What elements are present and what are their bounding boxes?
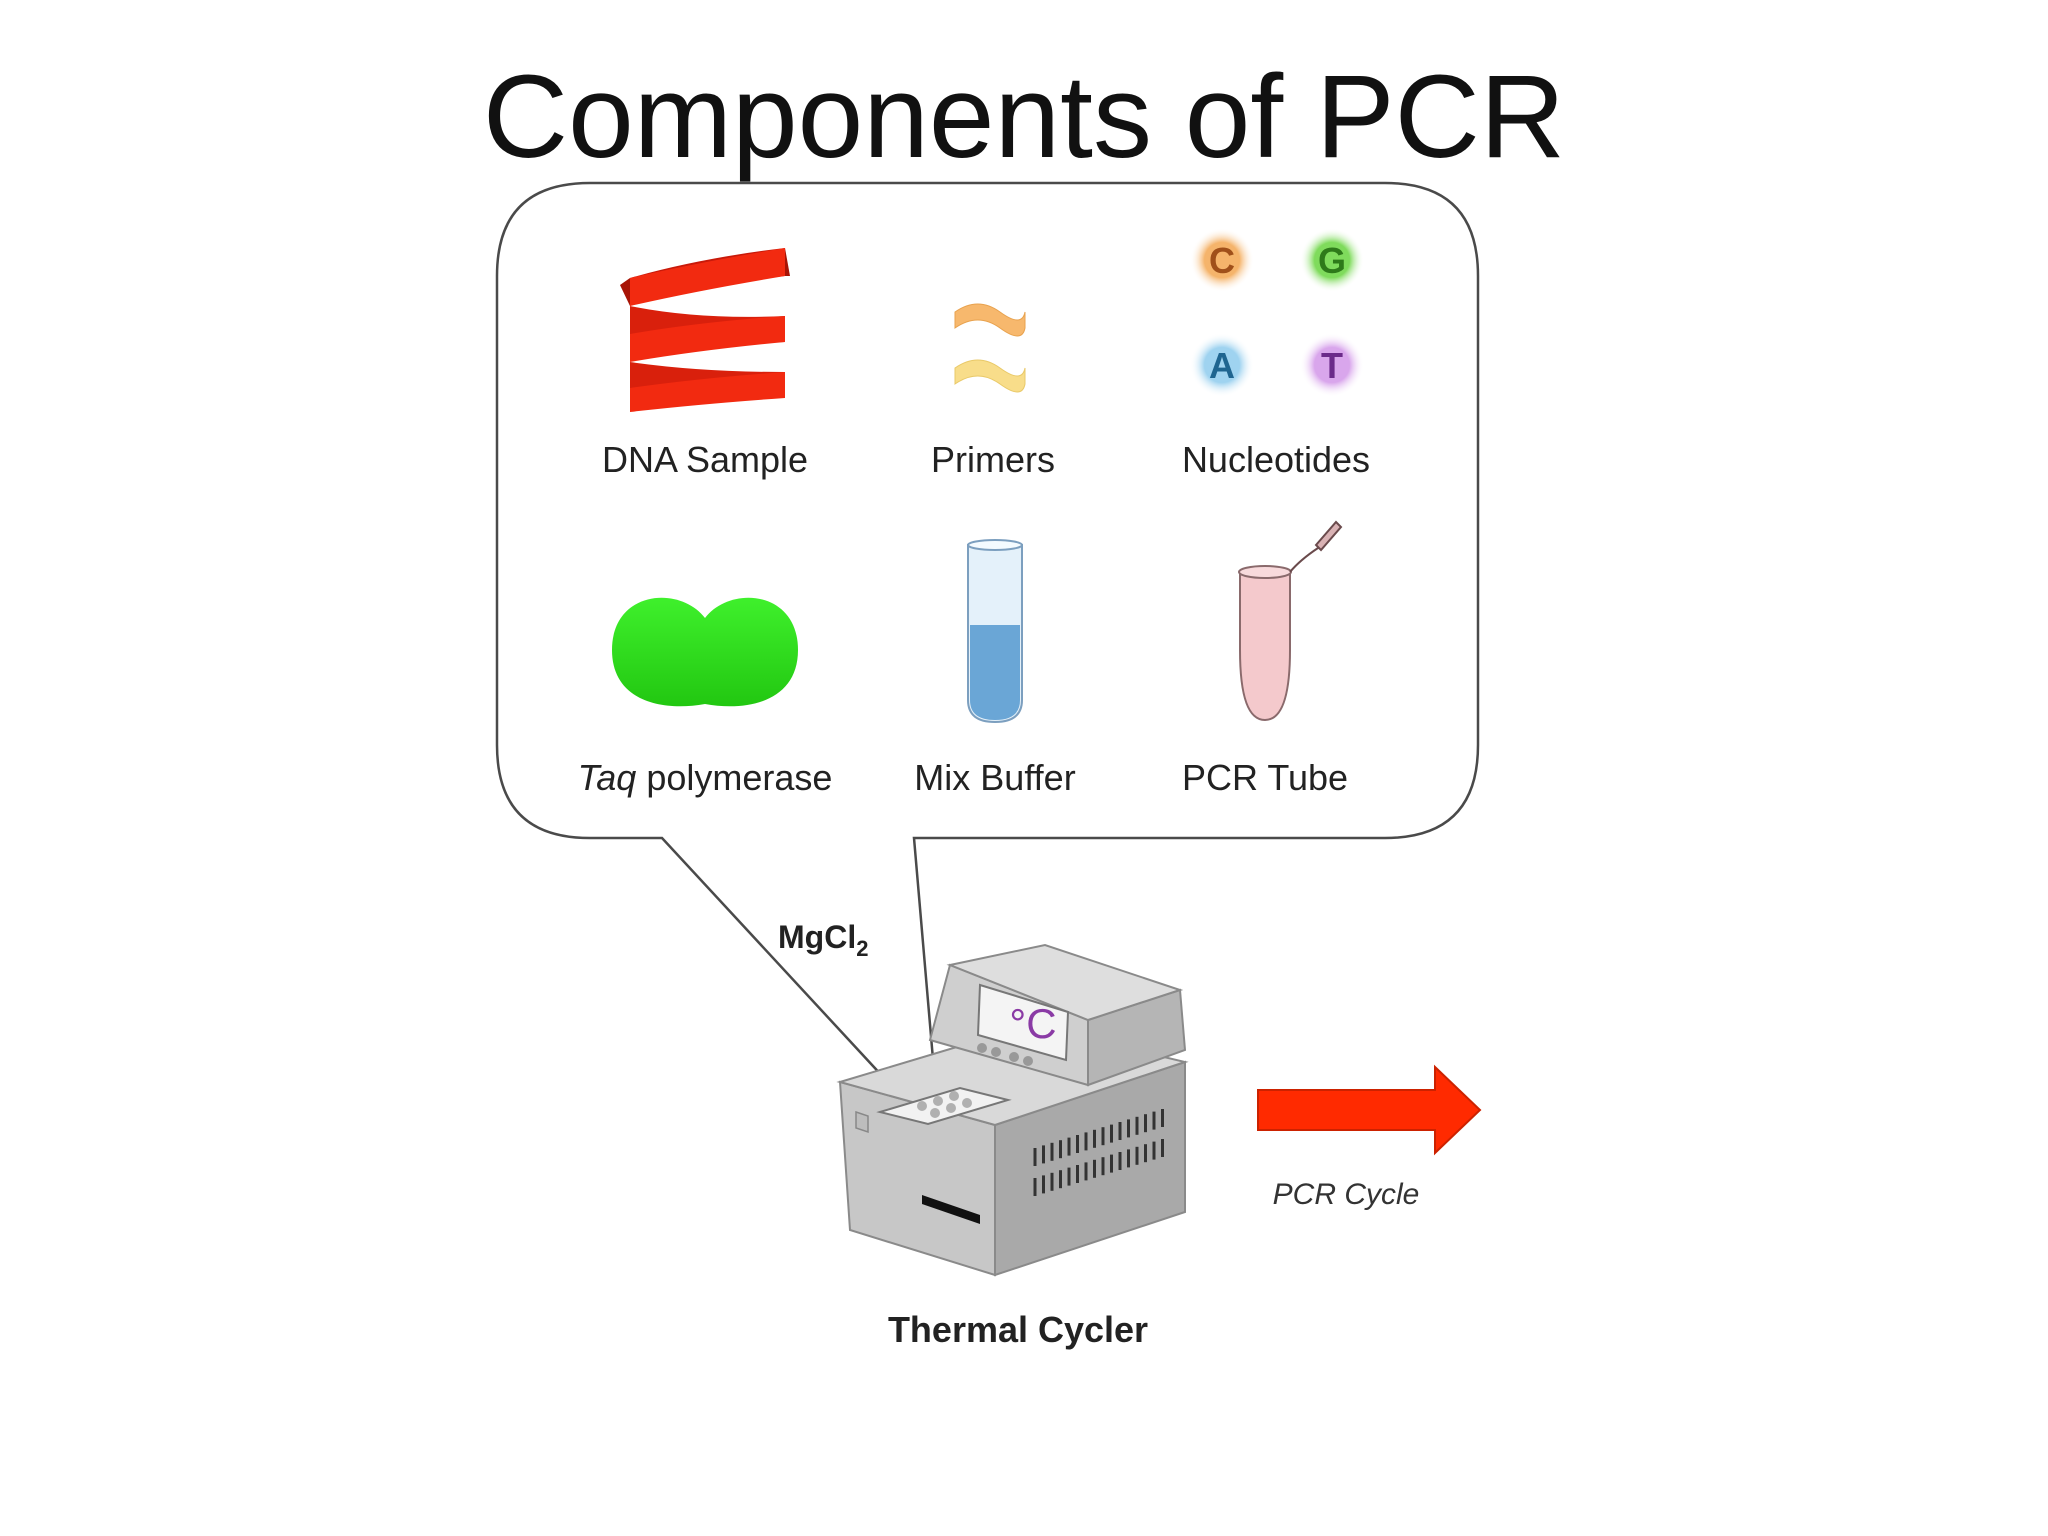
taq-polymerase-icon <box>612 597 798 707</box>
nucleotide-c: C <box>1209 240 1235 281</box>
thermal-cycler-icon: °C <box>836 943 1189 1277</box>
mgcl2-sub: 2 <box>856 936 868 961</box>
pcr-tube-label: PCR Tube <box>1182 757 1348 798</box>
temperature-display: °C <box>1009 1000 1056 1047</box>
primers-label: Primers <box>931 439 1055 480</box>
taq-italic: Taq <box>578 757 637 798</box>
dna-sample-label: DNA Sample <box>602 439 808 480</box>
mgcl2-label: MgCl2 <box>778 919 868 961</box>
pcr-tube-icon <box>1238 520 1343 722</box>
nucleotide-a: A <box>1209 345 1235 386</box>
taq-rest: polymerase <box>636 757 832 798</box>
nucleotides-label: Nucleotides <box>1182 439 1370 480</box>
pcr-cycle-arrow-icon <box>1257 1064 1482 1156</box>
dna-helix-icon <box>620 248 790 412</box>
mix-buffer-tube-icon <box>967 539 1023 724</box>
nucleotide-t: T <box>1321 345 1343 386</box>
primers-icon <box>954 303 1026 393</box>
nucleotides-icon: C G A T <box>1190 228 1364 397</box>
pcr-cycle-label: PCR Cycle <box>1273 1178 1420 1211</box>
mgcl2-main: MgCl <box>778 919 856 955</box>
slide-title: Components of PCR <box>482 51 1566 183</box>
mix-buffer-label: Mix Buffer <box>914 757 1075 798</box>
nucleotide-g: G <box>1318 240 1346 281</box>
thermal-cycler-label: Thermal Cycler <box>888 1309 1148 1350</box>
taq-polymerase-label: Taq polymerase <box>578 757 833 798</box>
vent-grille <box>1033 1109 1164 1196</box>
